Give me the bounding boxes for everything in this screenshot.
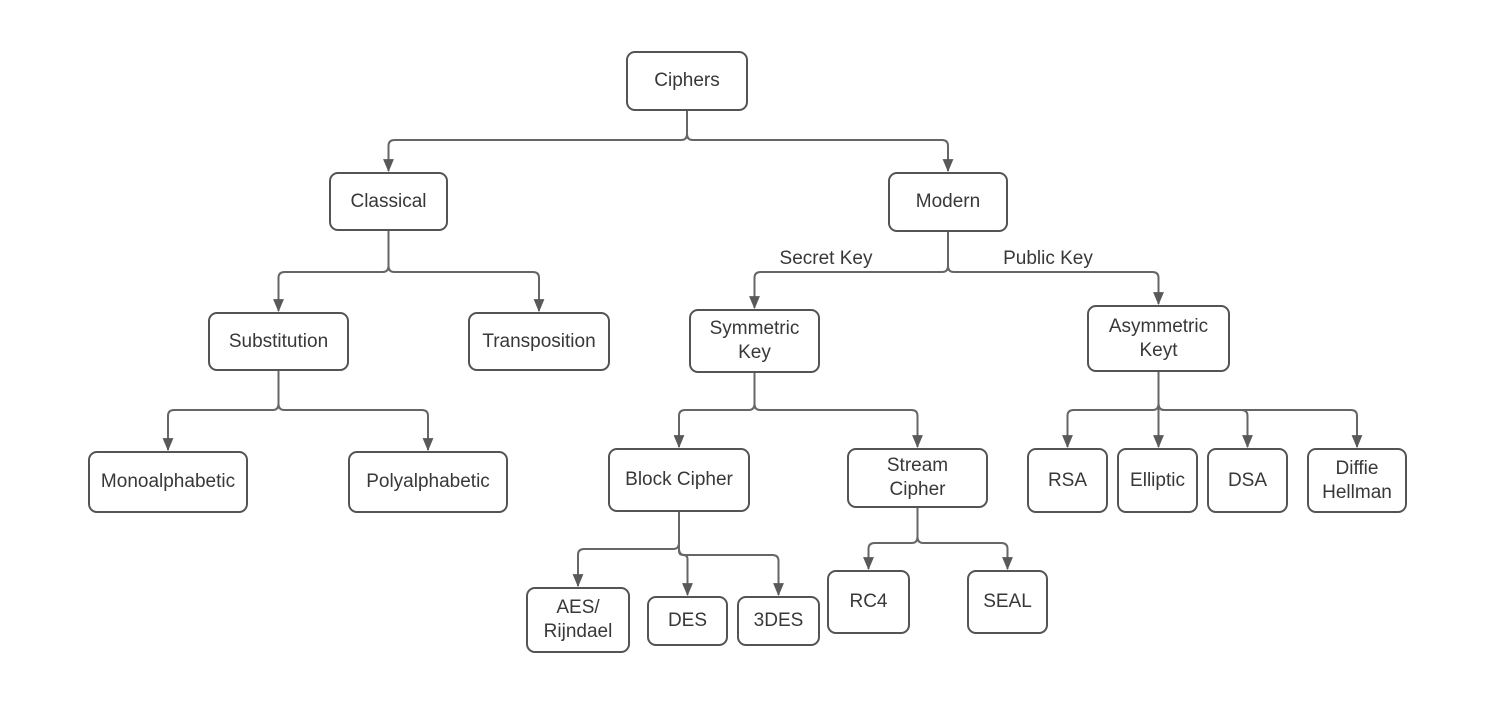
edge-label-symmetric-key: Secret Key	[779, 248, 873, 269]
node-monoalphabetic: Monoalphabetic	[88, 451, 248, 513]
node-label-rc4: RC4	[849, 591, 888, 613]
edge-classical-to-substitution	[273, 231, 390, 313]
edge-classical-to-transposition	[387, 231, 545, 313]
edge-ciphers-to-modern	[686, 111, 954, 173]
node-3des: 3DES	[737, 596, 820, 646]
node-classical: Classical	[329, 172, 448, 231]
node-label-rsa: RSA	[1047, 469, 1088, 491]
node-substitution: Substitution	[208, 312, 349, 371]
edge-asymmetric-keyt-to-diffie-hellman	[1157, 372, 1363, 449]
node-des: DES	[647, 596, 728, 646]
node-label-3des: 3DES	[753, 610, 804, 632]
node-label-symmetric-key: Symmetric Key	[709, 318, 800, 363]
node-modern: Modern	[888, 172, 1008, 232]
node-label-block-cipher: Block Cipher	[625, 469, 733, 491]
node-label-substitution: Substitution	[228, 330, 329, 352]
node-diffie-hellman: Diffie Hellman	[1307, 448, 1407, 513]
node-label-polyalphabetic: Polyalphabetic	[366, 471, 490, 493]
node-asymmetric-keyt: Asymmetric Keyt	[1087, 305, 1230, 372]
edge-block-cipher-to-aes-rijndael	[572, 512, 680, 588]
node-label-asymmetric-keyt: Asymmetric Keyt	[1108, 315, 1209, 361]
node-transposition: Transposition	[468, 312, 610, 371]
node-label-elliptic: Elliptic	[1130, 469, 1185, 491]
node-polyalphabetic: Polyalphabetic	[348, 451, 508, 513]
edge-symmetric-key-to-stream-cipher	[753, 373, 923, 449]
node-ciphers: Ciphers	[626, 51, 748, 111]
edge-substitution-to-monoalphabetic	[162, 371, 280, 452]
node-label-seal: SEAL	[983, 591, 1032, 613]
node-label-dsa: DSA	[1227, 469, 1268, 491]
edge-modern-to-asymmetric-keyt	[947, 232, 1164, 306]
edge-stream-cipher-to-rc4	[863, 508, 919, 571]
node-stream-cipher: Stream Cipher	[847, 448, 988, 508]
node-label-monoalphabetic: Monoalphabetic	[100, 471, 236, 493]
edge-symmetric-key-to-block-cipher	[673, 373, 756, 449]
node-label-ciphers: Ciphers	[654, 70, 720, 92]
node-rsa: RSA	[1027, 448, 1108, 513]
node-aes-rijndael: AES/ Rijndael	[526, 587, 630, 653]
node-label-classical: Classical	[350, 190, 427, 212]
node-seal: SEAL	[967, 570, 1048, 634]
edge-asymmetric-keyt-to-rsa	[1062, 372, 1160, 449]
node-rc4: RC4	[827, 570, 910, 634]
node-label-stream-cipher: Stream Cipher	[886, 455, 949, 500]
node-label-des: DES	[667, 610, 708, 632]
edge-modern-to-symmetric-key	[749, 232, 949, 310]
edge-ciphers-to-classical	[383, 111, 688, 173]
node-elliptic: Elliptic	[1117, 448, 1198, 513]
edge-block-cipher-to-3des	[678, 512, 784, 597]
node-label-transposition: Transposition	[482, 330, 596, 352]
node-label-diffie-hellman: Diffie Hellman	[1322, 457, 1392, 503]
edge-substitution-to-polyalphabetic	[277, 371, 434, 452]
node-dsa: DSA	[1207, 448, 1288, 513]
node-label-aes-rijndael: AES/ Rijndael	[543, 597, 613, 642]
node-label-modern: Modern	[915, 191, 981, 213]
node-block-cipher: Block Cipher	[608, 448, 750, 512]
edge-label-asymmetric-key: Public Key	[1003, 248, 1093, 269]
edge-stream-cipher-to-seal	[916, 508, 1013, 571]
node-symmetric-key: Symmetric Key	[689, 309, 820, 373]
